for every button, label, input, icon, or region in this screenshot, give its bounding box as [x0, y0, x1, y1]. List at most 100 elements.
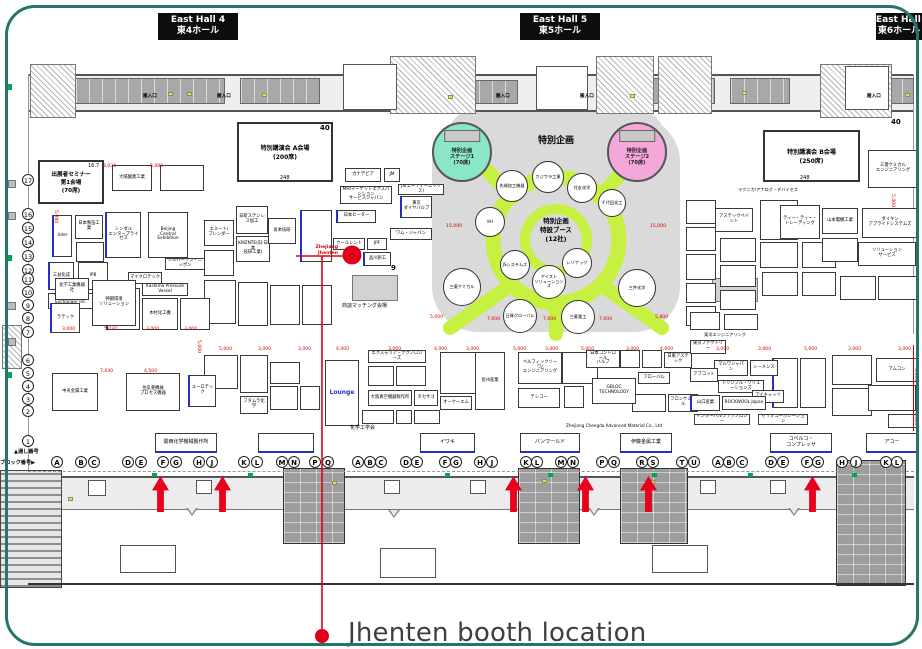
booth: ダイキン アプライドシステムズ: [862, 208, 918, 238]
booth: [368, 366, 394, 386]
block-letter: M: [276, 456, 288, 468]
block-letter: L: [251, 456, 263, 468]
booth: [270, 285, 300, 325]
block-letter: H: [193, 456, 205, 468]
lecture-room: 特別講演会 B会場 (250席): [763, 130, 860, 182]
block-letter: S: [647, 456, 659, 468]
row-number: 14: [22, 236, 34, 248]
block-number-label: ブロック番号▶: [0, 460, 36, 466]
structure-redline: [913, 345, 914, 431]
booth: テンコー: [518, 388, 560, 408]
booth: 日本製缶工業: [75, 215, 103, 239]
booth: [620, 350, 640, 368]
dimension-label: 5,000: [430, 315, 444, 320]
dimension-label: 5,024: [913, 412, 918, 426]
staircase-block: [0, 470, 62, 588]
booth: Beijing Central Exhibition: [148, 212, 188, 258]
block-letter: A: [712, 456, 724, 468]
row-number: 10: [22, 286, 34, 298]
booth: [832, 388, 872, 416]
block-letter: G: [450, 456, 462, 468]
booth: [760, 242, 798, 268]
block-letter: T: [676, 456, 688, 468]
booth: [270, 362, 300, 384]
block-letter: E: [135, 456, 147, 468]
structure-darkfac: [836, 460, 906, 586]
stage-platform: [444, 130, 480, 142]
booth: 住友重機械 プロセス機器: [126, 373, 180, 411]
booth: シンダル エンタープライゼス: [105, 212, 141, 258]
structure-graysq: [8, 180, 16, 188]
structure-grayfac: [352, 275, 398, 301]
structure-whitebx: [700, 480, 716, 494]
row-number: 8: [22, 312, 34, 324]
special-booth-circle: 日揮グローバル: [503, 299, 537, 333]
booth: 大阪真空機器製作所: [368, 390, 412, 406]
block-letter: U: [688, 456, 700, 468]
row-number: 11: [22, 273, 34, 285]
structure-dashline: [28, 471, 914, 472]
structure-whitebx: [343, 64, 397, 110]
block-letter: J: [850, 456, 862, 468]
row-number: 9: [22, 299, 34, 311]
booth: MHIマーケットエクスパンション サービスジャパン: [340, 186, 392, 204]
hall-name-en: East Hall 6: [876, 15, 922, 25]
booth: シーメンス: [750, 360, 778, 376]
booth: コベルコ・ コンプレッサ: [770, 433, 832, 453]
block-letter: M: [555, 456, 567, 468]
booth: エミート/ ブレンダー: [204, 220, 234, 246]
booth: [270, 386, 298, 410]
booth: 化学工業機器社: [55, 278, 89, 300]
dimension-label: 5,030: [104, 327, 118, 332]
structure-gsq: [445, 473, 450, 477]
booth: [840, 276, 876, 300]
block-letter: H: [836, 456, 848, 468]
booth: エクスモリア・テクノロジーズ: [368, 350, 426, 363]
block-letter: Q: [322, 456, 334, 468]
serial-number-label: ▲通し番号: [14, 449, 39, 455]
row-number: 7: [22, 326, 34, 338]
block-letter: P: [596, 456, 608, 468]
booth: 東京 ダイヤバルブ: [400, 196, 432, 218]
structure-dark: [730, 78, 790, 104]
booth: 中央金属工業: [52, 373, 98, 411]
booth: [690, 312, 720, 330]
dimension-label: 7,000: [487, 317, 501, 322]
platform-triangle-icon: [388, 510, 400, 518]
dimension-label: 3,000: [146, 327, 160, 332]
structure-graysq: [6, 302, 16, 310]
dimension-label: 3,000: [848, 347, 862, 352]
structure-ysq: [448, 95, 453, 99]
special-booth-circle: 住友化学: [567, 173, 597, 203]
map-text: 248: [280, 175, 290, 181]
structure-graysq: [8, 212, 16, 220]
block-letter: B: [723, 456, 735, 468]
booth: ラテック: [50, 303, 80, 333]
booth: [300, 386, 320, 410]
booth: 日本コントロール バルブ: [586, 350, 620, 368]
special-booth-circle: JSシステムズ: [500, 250, 530, 280]
booth: [258, 433, 314, 453]
booth: 東京ファクトリー: [690, 340, 726, 354]
booth: [720, 290, 756, 310]
dimension-label: 3,000: [466, 347, 480, 352]
dimension-label: 3,000: [298, 347, 312, 352]
structure-hatch: [658, 56, 712, 114]
hall-name-jp: 東5ホール: [538, 26, 582, 36]
booth: [822, 238, 858, 262]
dimension-label: 5,000: [913, 368, 918, 382]
hall-name-jp: 東4ホール: [176, 26, 220, 36]
dimension-label: 5,000: [890, 194, 895, 208]
lecture-room: 出展者セミナー 第1会場 (70席): [38, 160, 104, 204]
booth: フローバル: [638, 372, 670, 384]
structure-gsq: [748, 473, 753, 477]
booth: Lounge: [325, 360, 359, 426]
booth: イワキ: [420, 433, 475, 453]
block-letter: J: [486, 456, 498, 468]
booth: [868, 385, 916, 411]
dimension-label: 4,500: [144, 369, 158, 374]
booth: 山口産業: [690, 395, 720, 411]
block-letter: N: [567, 456, 579, 468]
